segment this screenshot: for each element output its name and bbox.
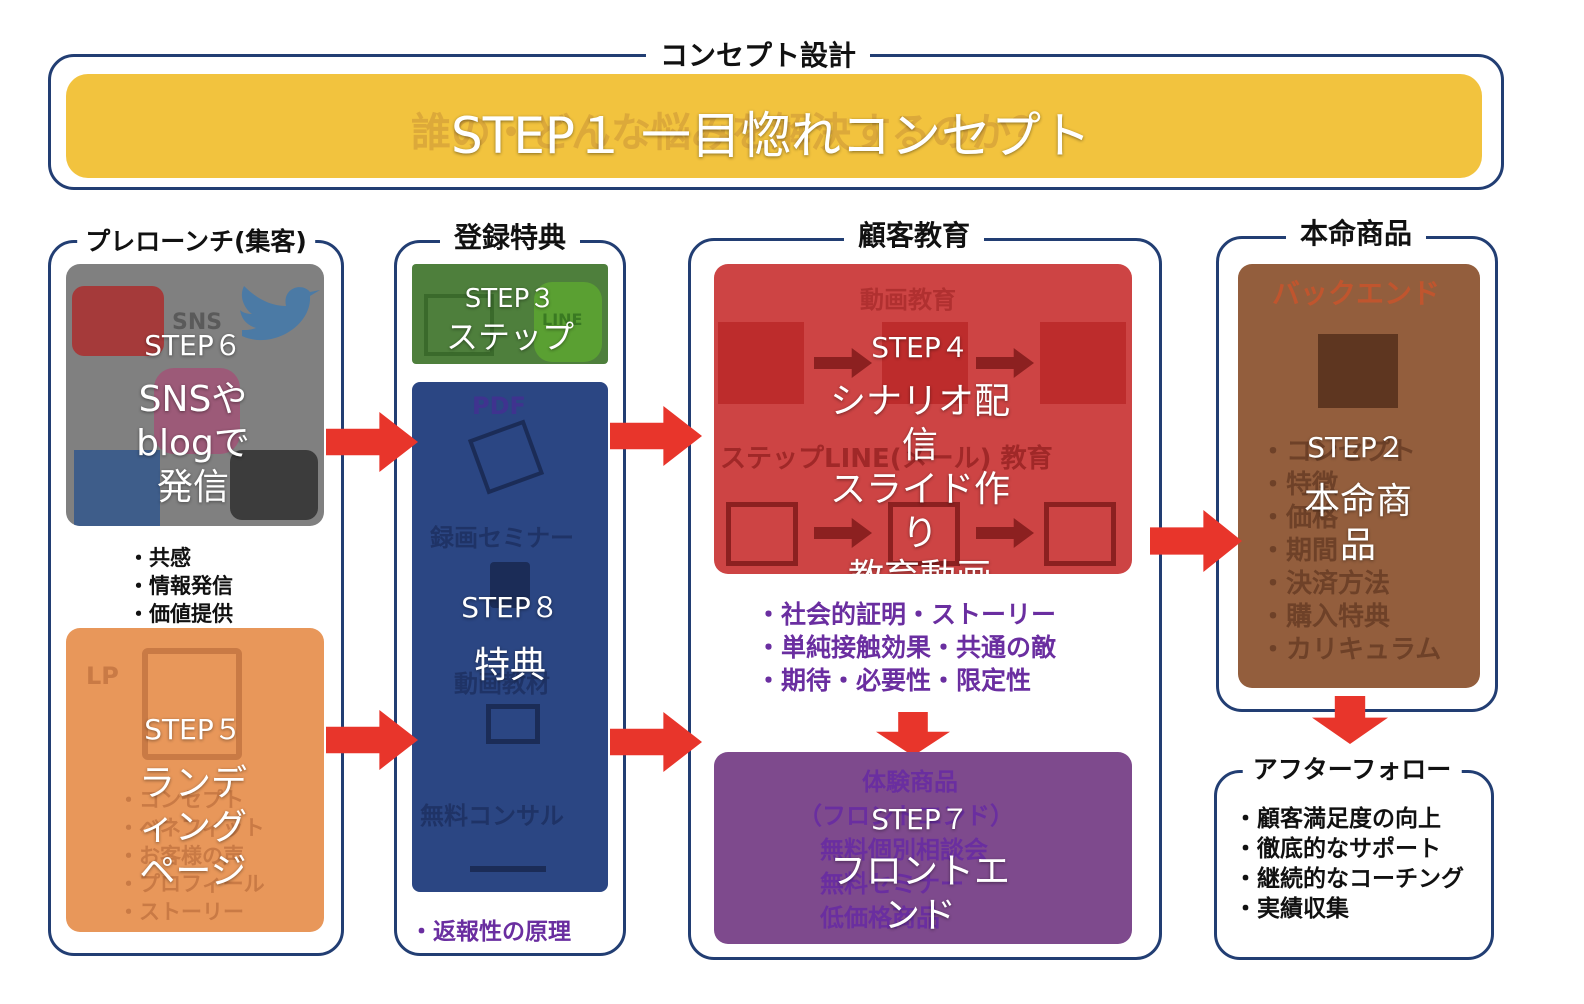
backend-ghost-title: バックエンド — [1272, 277, 1441, 310]
step8-box: PDF 録画セミナー 動画教材 無料コンサル STEP８ 特典 — [412, 382, 608, 892]
ghost-item: ・ベネフィット — [118, 816, 265, 840]
youtube-icon — [72, 286, 164, 356]
sns-ghost-label: SNS — [172, 310, 223, 335]
video-icon-right — [1040, 322, 1126, 404]
step7-title: フロントエンド — [829, 851, 1010, 936]
ghost-item: ・コンセプト — [118, 788, 244, 812]
concept-banner: 誰の・どんな悩みを解決するのか？ STEP１ 一目惚れコンセプト — [66, 74, 1482, 178]
ghost-item: ・特徴 — [1260, 470, 1339, 500]
ghost-item: ・カリキュラム — [1260, 635, 1442, 665]
backend-box: バックエンド ・コンセプト ・特徴 ・価格 ・期間 ・決済方法 ・購入特典 ・カ… — [1238, 264, 1480, 688]
step2-title: 本命商品 — [1303, 481, 1412, 566]
sns-box: SNS STEP６ SNSや blogで発信 — [66, 264, 324, 526]
bonus-note: ・返報性の原理 — [410, 919, 571, 945]
step3-title: ステップ — [445, 318, 575, 356]
presenter-icon — [490, 562, 530, 608]
mail-icon-right — [1044, 502, 1116, 566]
prelaunch-section-title: プレローンチ(集客) — [77, 226, 315, 258]
bullet-item: ・共感 — [128, 546, 191, 570]
twitter-icon — [240, 286, 320, 341]
sns-step-title: SNSや blogで発信 — [136, 379, 250, 508]
main-product-section-title: 本命商品 — [1285, 218, 1427, 250]
sns-step-number: STEP６ — [144, 329, 242, 362]
mail-icon-center — [888, 502, 960, 566]
video-arrow-2 — [976, 348, 1034, 378]
ghost-item: ・お客様の声 — [118, 844, 244, 868]
bullet-item: ・単純接触効果・共通の敵 — [756, 633, 1057, 662]
bonus-section-title: 登録特典 — [439, 222, 581, 254]
ghost-item: ・ストーリー — [118, 900, 244, 924]
bullet-item: ・徹底的なサポート — [1234, 836, 1441, 862]
step7-ghost-line1: 体験商品 — [862, 768, 958, 796]
ghost-item: ・プロフィール — [118, 872, 265, 896]
instagram-icon — [154, 368, 240, 454]
step7-box: 体験商品 （フロントエンド） 無料個別相談会 無料セミナー 低価格商品 STEP… — [714, 752, 1132, 944]
gift-icon — [1318, 334, 1398, 408]
step3-number: STEP３ — [464, 284, 556, 314]
bullet-item: ・実績収集 — [1234, 896, 1349, 922]
after-follow-bullets: ・顧客満足度の向上 ・徹底的なサポート ・継続的なコーチング ・実績収集 — [1234, 804, 1464, 924]
lp-step-number: STEP５ — [144, 713, 242, 746]
facebook-icon — [74, 450, 160, 526]
bullet-item: ・期待・必要性・限定性 — [756, 666, 1032, 695]
after-follow-section-title: アフターフォロー — [1242, 754, 1462, 786]
banner-title: STEP１ 一目惚れコンセプト — [451, 107, 1091, 165]
mail-icon — [424, 294, 494, 356]
banner-ghost-text: 誰の・どんな悩みを解決するのか？ — [411, 110, 1051, 156]
checklist-icon — [142, 648, 242, 760]
video-icon-left — [718, 322, 804, 404]
step8-ghost-consult: 無料コンサル — [420, 802, 564, 830]
line-icon: LINE — [534, 282, 602, 362]
step8-ghost-seminar: 録画セミナー — [430, 524, 574, 552]
bullet-item: ・顧客満足度の向上 — [1234, 806, 1441, 832]
step7-ghost-line5: 低価格商品 — [820, 904, 940, 932]
mail-icon-left — [726, 502, 798, 566]
step7-ghost-line3: 無料個別相談会 — [820, 836, 988, 864]
concept-section-title: コンセプト設計 — [645, 40, 871, 72]
video-icon-center — [882, 322, 968, 404]
lp-step-title: ランディング ページ — [138, 763, 247, 892]
step4-ghost-mid: ステップLINE(メール) 教育 — [720, 444, 1053, 474]
step7-ghost-line2: （フロントエンド） — [798, 802, 1014, 830]
meeting-icon — [470, 836, 546, 872]
video-arrow-1 — [814, 348, 872, 378]
lp-ghost-list: ・コンセプト ・ベネフィット ・お客様の声 ・プロフィール ・ストーリー — [118, 786, 265, 926]
step8-title: 特典 — [473, 645, 547, 686]
education-section-title: 顧客教育 — [843, 220, 985, 252]
step2-number: STEP２ — [1307, 431, 1405, 464]
ghost-item: ・期間 — [1260, 536, 1339, 566]
bullet-item: ・継続的なコーチング — [1234, 866, 1464, 892]
ghost-item: ・購入特典 — [1260, 602, 1391, 632]
ghost-item: ・決済方法 — [1260, 569, 1391, 599]
prelaunch-bullets: ・共感 ・情報発信 ・価値提供 — [128, 544, 233, 628]
ghost-item: ・価格 — [1260, 503, 1339, 533]
line-ghost-label: LINE — [542, 310, 583, 329]
tiktok-icon — [230, 450, 318, 520]
step8-ghost-pdf: PDF — [472, 392, 526, 420]
bullet-item: ・情報発信 — [128, 574, 233, 598]
education-bullets: ・社会的証明・ストーリー ・単純接触効果・共通の敵 ・期待・必要性・限定性 — [756, 598, 1056, 697]
lp-ghost-label: LP — [86, 662, 119, 690]
backend-ghost-list: ・コンセプト ・特徴 ・価格 ・期間 ・決済方法 ・購入特典 ・カリキュラム — [1260, 436, 1441, 667]
documents-icon — [467, 419, 545, 495]
step4-number: STEP４ — [871, 331, 969, 364]
bullet-item: ・価値提供 — [128, 602, 233, 626]
step8-ghost-video: 動画教材 — [454, 670, 550, 698]
lp-box: LP ・コンセプト ・ベネフィット ・お客様の声 ・プロフィール ・ストーリー … — [66, 628, 324, 932]
step4-box: 動画教育 ステップLINE(メール) 教育 STEP４ シナリオ配信 スライド作… — [714, 264, 1132, 574]
step3-box: LINE STEP３ ステップ — [412, 264, 608, 364]
bullet-item: ・社会的証明・ストーリー — [756, 600, 1057, 629]
ghost-item: ・コンセプト — [1260, 437, 1417, 467]
whiteboard-icon — [486, 704, 540, 744]
step7-number: STEP７ — [871, 803, 969, 836]
step8-number: STEP８ — [461, 591, 559, 624]
step7-ghost-line4: 無料セミナー — [820, 870, 964, 898]
step4-ghost-title: 動画教育 — [860, 286, 956, 314]
